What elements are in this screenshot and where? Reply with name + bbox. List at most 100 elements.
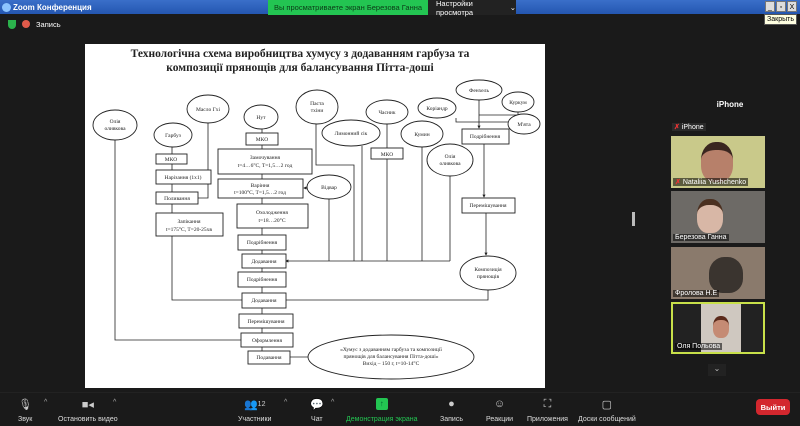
whiteboards-button[interactable]: ▢ Доски сообщений <box>578 397 636 424</box>
apps-button[interactable]: ⛶ Приложения <box>527 397 568 424</box>
video-camera-icon: ■◂ <box>81 398 94 411</box>
node-decorate: Оформлення <box>252 337 283 344</box>
apps-icon: ⛶ <box>543 397 552 410</box>
node-decoction: Відвар <box>321 185 337 191</box>
whiteboards-label: Доски сообщений <box>578 416 636 423</box>
node-final-product: «Хумус з додаванням гарбуза та композиці… <box>340 346 442 353</box>
apps-label: Приложения <box>527 416 568 423</box>
participant-name: ✗ Nataliia Yushchenko <box>673 178 749 186</box>
participant-tile-active[interactable]: Оля Польова <box>671 302 765 354</box>
participant-tile[interactable]: Березова Ганна <box>671 191 765 243</box>
video-label: Остановить видео <box>58 416 118 423</box>
leave-button[interactable]: Выйти <box>756 399 790 415</box>
mic-muted-icon: ✗ <box>674 124 680 131</box>
slide-title: Технологічна схема виробництва хумусу з … <box>85 44 515 75</box>
node-grind: Подрібнення <box>247 239 278 246</box>
node-tahini-2: тхіни <box>311 108 324 114</box>
chevron-down-icon: ⌄ <box>509 3 516 12</box>
participant-name: Оля Польова <box>675 343 723 350</box>
node-mix-spices: Перемішування <box>470 203 507 209</box>
node-add: Додавання <box>252 259 277 265</box>
restore-button[interactable]: ▫ <box>776 1 786 12</box>
close-button[interactable]: X <box>787 1 797 12</box>
node-olive-oil-2: оливкова <box>439 161 461 167</box>
view-options-button[interactable]: Настройки просмотра⌄ <box>428 0 516 17</box>
connectors <box>114 100 519 358</box>
audio-label: Звук <box>18 416 33 423</box>
reactions-icon: ☺ <box>493 398 506 410</box>
chat-button[interactable]: 💬Чат <box>310 397 324 424</box>
node-add: Додавання <box>252 298 277 304</box>
node-turmeric: Куркум <box>509 100 527 106</box>
participant-name: Березова Ганна <box>673 234 729 241</box>
participants-options-caret[interactable]: ^ <box>284 399 288 406</box>
iphone-label: ✗ iPhone <box>672 123 706 131</box>
node-fennel: Фенхель <box>469 88 490 94</box>
window-title: Zoom Конференция <box>13 2 92 12</box>
panel-resize-handle[interactable] <box>632 212 635 226</box>
node-soak: Замочування <box>250 155 281 161</box>
audio-button[interactable]: 🎙 Звук <box>18 397 33 424</box>
chat-icon: 💬 <box>310 398 324 411</box>
close-tooltip: Закрыть <box>764 14 797 25</box>
name-text: Nataliia Yushchenko <box>682 179 747 186</box>
node-spice-composition-2: прянощів <box>477 274 500 280</box>
participants-icon: 👥12 <box>243 398 266 411</box>
participant-video <box>709 257 743 293</box>
node-pour: Поливання <box>164 196 190 202</box>
node-grind: Подрібнення <box>247 276 278 283</box>
node-tahini: Паста <box>310 101 324 107</box>
node-bake-params: t=175°C, T=20-25хв <box>166 226 212 233</box>
node-olive-oil: Олія <box>445 154 456 160</box>
participants-count: 12 <box>257 400 266 408</box>
title-line-2: композиції прянощів для балансування Піт… <box>166 62 434 74</box>
node-final-product-2: прянощів для балансування Пітта-доші» <box>343 353 438 360</box>
node-mint: М'ята <box>517 122 531 128</box>
node-cumin: Кумин <box>414 132 429 138</box>
participant-name: Фролова Н.Е <box>673 290 720 297</box>
node-lemon: Лимонний сік <box>335 130 368 137</box>
minimize-button[interactable]: _ <box>765 1 775 12</box>
node-spice-composition: Композиція <box>474 267 502 273</box>
sharing-banner: Вы просматриваете экран Березова Ганна <box>268 0 428 15</box>
record-button[interactable]: ●Запись <box>440 397 463 423</box>
audio-options-caret[interactable]: ^ <box>44 399 48 406</box>
video-options-caret[interactable]: ^ <box>113 399 117 406</box>
scroll-down-chevron-icon[interactable]: ⌄ <box>708 364 726 376</box>
share-screen-button[interactable]: ↑Демонстрация экрана <box>346 397 418 423</box>
reactions-label: Реакции <box>486 416 514 423</box>
share-screen-label: Демонстрация экрана <box>346 416 418 423</box>
zoom-logo-icon <box>2 2 11 12</box>
node-coriander: Коріандр <box>426 106 448 112</box>
shield-icon[interactable] <box>8 19 16 29</box>
chat-options-caret[interactable]: ^ <box>331 399 335 406</box>
node-olive-oil: Олія <box>110 119 121 125</box>
node-garlic: Часник <box>378 110 395 116</box>
node-ghee: Масло Гхі <box>196 107 221 113</box>
node-cool: Охолодження <box>256 210 288 216</box>
participant-video <box>701 142 733 182</box>
participants-label: Участники <box>238 416 272 423</box>
node-pumpkin: Гарбуз <box>165 132 181 139</box>
node-bake: Запікання <box>177 219 201 225</box>
participant-tile[interactable]: Фролова Н.Е <box>671 247 765 299</box>
video-button[interactable]: ■◂ Остановить видео <box>58 397 118 424</box>
participant-tile[interactable]: ✗ Nataliia Yushchenko <box>671 136 765 188</box>
node-mix: Перемішування <box>248 319 285 325</box>
node-grind-spices: Подрібнення <box>470 133 501 140</box>
node-mko: МКО <box>381 152 393 158</box>
reactions-button[interactable]: ☺ Реакции <box>486 397 513 423</box>
active-speaker-name: iPhone <box>716 100 744 109</box>
node-soak-params: t=4…6°C, T=1,5…2 год <box>238 162 293 169</box>
record-label: Запись <box>440 416 463 423</box>
iphone-name: iPhone <box>681 124 704 131</box>
node-cut: Нарізання (1х1) <box>164 174 201 181</box>
whiteboard-icon: ▢ <box>601 398 613 411</box>
mic-muted-icon: ✗ <box>675 179 681 186</box>
node-mko: МКО <box>256 137 268 143</box>
microphone-icon: 🎙 <box>18 398 33 411</box>
